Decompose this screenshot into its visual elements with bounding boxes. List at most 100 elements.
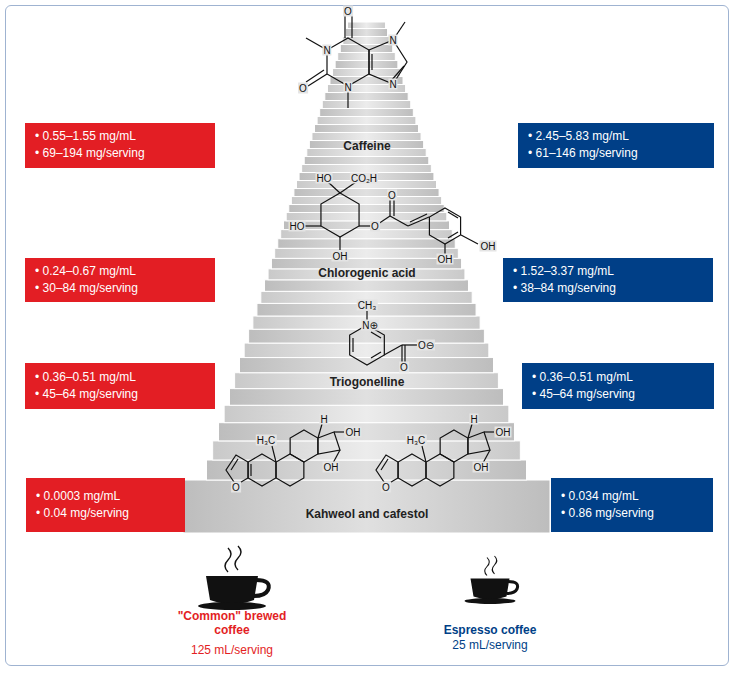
concentration-box: • 0.24–0.67 mg/mL• 30–84 mg/serving bbox=[25, 258, 215, 302]
pyramid-step bbox=[281, 230, 453, 239]
chemical-bond bbox=[468, 424, 472, 438]
atom-label: O bbox=[298, 83, 308, 94]
cup-caption: "Common" brewed coffee bbox=[177, 609, 287, 638]
concentration-box: • 0.55–1.55 mg/mL• 69–194 mg/serving bbox=[25, 123, 215, 168]
pyramid-step bbox=[244, 343, 489, 357]
chemical-ring bbox=[327, 38, 369, 86]
pyramid-step bbox=[265, 280, 469, 292]
chemical-bond bbox=[344, 16, 345, 38]
atom-label: OH bbox=[437, 254, 454, 265]
coffee-cup bbox=[198, 546, 269, 610]
concentration-value: • 0.034 mg/mL bbox=[561, 488, 703, 505]
atom-label: O bbox=[370, 221, 380, 232]
chemical-bond bbox=[351, 16, 352, 38]
atom-label: N⊕ bbox=[361, 320, 379, 331]
cup-caption: Espresso coffee bbox=[444, 623, 537, 637]
concentration-value: • 45–64 mg/serving bbox=[35, 386, 205, 403]
atom-label: H₃C bbox=[256, 435, 277, 446]
atom-label: O bbox=[381, 482, 391, 493]
compound-name: Chlorogenic acid bbox=[318, 266, 415, 280]
chemical-bond bbox=[371, 332, 381, 338]
pyramid-step bbox=[278, 239, 455, 249]
chemical-bond bbox=[352, 338, 353, 352]
atom-label: O bbox=[231, 482, 241, 493]
atom-label: CH₃ bbox=[357, 300, 378, 311]
chemical-bond bbox=[371, 54, 372, 70]
concentration-box: • 2.45–5.83 mg/mL• 61–146 mg/serving bbox=[518, 123, 714, 168]
pyramid-step bbox=[338, 53, 396, 61]
atom-label: OH bbox=[332, 251, 349, 262]
concentration-value: • 0.36–0.51 mg/mL bbox=[35, 369, 205, 386]
concentration-box: • 0.034 mg/mL• 0.86 mg/serving bbox=[551, 478, 713, 532]
concentration-value: • 38–84 mg/serving bbox=[513, 280, 703, 297]
concentration-value: • 0.55–1.55 mg/mL bbox=[35, 128, 205, 145]
atom-label: N bbox=[388, 35, 397, 46]
atom-label: H bbox=[469, 414, 478, 425]
pyramid-step bbox=[304, 157, 429, 165]
pyramid-step bbox=[235, 373, 499, 389]
concentration-value: • 2.45–5.83 mg/mL bbox=[528, 128, 704, 145]
chemical-bond bbox=[334, 431, 344, 432]
chemical-ring bbox=[226, 455, 248, 485]
chemical-ring bbox=[369, 40, 407, 84]
chemical-bond bbox=[384, 345, 402, 355]
pyramid-step bbox=[348, 22, 386, 29]
chemical-bond bbox=[340, 182, 356, 193]
chemical-bond bbox=[318, 424, 322, 438]
atom-label: O bbox=[343, 6, 353, 17]
concentration-value: • 0.04 mg/serving bbox=[36, 505, 175, 522]
concentration-box: • 0.36–0.51 mg/mL• 45–64 mg/serving bbox=[522, 363, 714, 409]
pyramid-step bbox=[229, 389, 503, 406]
pyramid-step bbox=[322, 101, 410, 109]
chemical-bond bbox=[393, 200, 394, 216]
pyramid-base bbox=[183, 480, 550, 533]
chemical-ring bbox=[440, 430, 468, 462]
atom-label: N bbox=[388, 79, 397, 90]
chemical-bond bbox=[339, 237, 340, 250]
chemical-ring bbox=[468, 432, 490, 454]
chemical-bond bbox=[402, 344, 418, 345]
atom-label: HO bbox=[289, 221, 306, 232]
atom-label: H₃C bbox=[406, 435, 427, 446]
pyramid-step bbox=[315, 125, 419, 133]
concentration-value: • 45–64 mg/serving bbox=[532, 386, 704, 403]
chemical-bond bbox=[461, 235, 478, 244]
atom-label: OH bbox=[480, 241, 497, 252]
pyramid-step bbox=[343, 37, 390, 45]
atom-label: N bbox=[343, 82, 352, 93]
concentration-value: • 1.52–3.37 mg/mL bbox=[513, 263, 703, 280]
atom-label: O bbox=[399, 362, 409, 373]
atom-label: OH bbox=[473, 462, 490, 473]
chemical-bond bbox=[404, 345, 405, 362]
pyramid-step bbox=[317, 117, 416, 125]
chemical-bond bbox=[371, 352, 381, 358]
chemical-bond bbox=[231, 459, 238, 470]
pyramid-step bbox=[291, 197, 441, 205]
atom-label: N bbox=[322, 45, 331, 56]
chemical-ring bbox=[290, 430, 318, 462]
chemical-ring bbox=[321, 193, 359, 237]
atom-label: O⊖ bbox=[417, 340, 435, 351]
pyramid-step bbox=[294, 189, 439, 197]
atom-label: CO₂H bbox=[350, 173, 378, 184]
concentration-value: • 0.86 mg/serving bbox=[561, 505, 703, 522]
chemical-ring bbox=[398, 454, 426, 486]
concentration-box: • 1.52–3.37 mg/mL• 38–84 mg/serving bbox=[503, 258, 713, 302]
compound-name: Kahweol and cafestol bbox=[306, 507, 429, 521]
chemical-bond bbox=[328, 182, 340, 193]
pyramid-step bbox=[275, 248, 459, 258]
atom-label: OH bbox=[323, 462, 340, 473]
concentration-value: • 0.36–0.51 mg/mL bbox=[532, 369, 704, 386]
chemical-ring bbox=[429, 208, 460, 244]
chemical-ring bbox=[376, 455, 398, 485]
concentration-value: • 69–194 mg/serving bbox=[35, 145, 205, 162]
chemical-bond bbox=[272, 446, 276, 462]
compound-name: Triogonelline bbox=[330, 375, 405, 389]
chemical-bond bbox=[389, 200, 390, 216]
chemical-ring bbox=[276, 454, 304, 486]
chemical-bond bbox=[401, 345, 402, 362]
atom-label: H bbox=[319, 414, 328, 425]
chemical-bond bbox=[484, 431, 494, 432]
chemical-bond bbox=[410, 214, 427, 222]
